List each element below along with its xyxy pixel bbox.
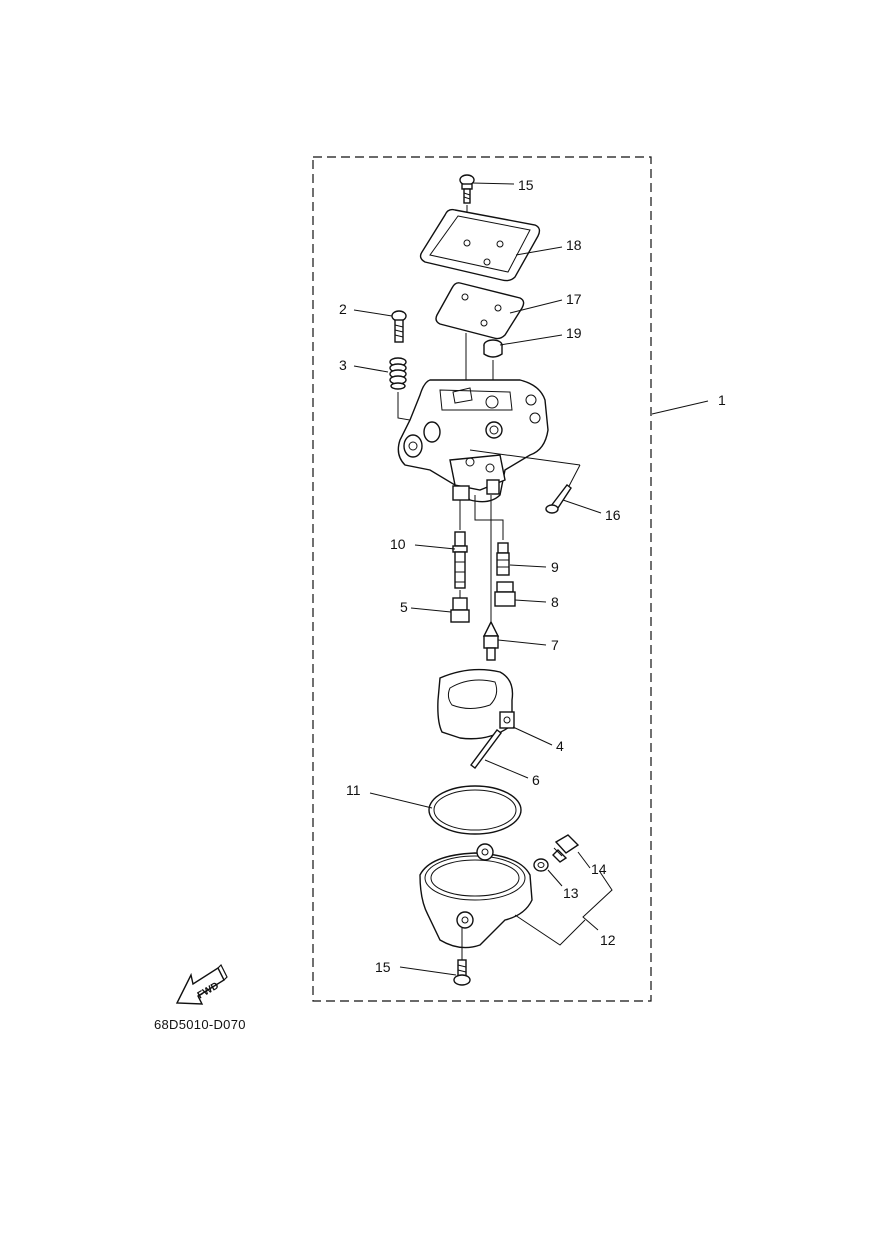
- callout-7: 7: [551, 637, 559, 653]
- callout-2: 2: [339, 301, 347, 317]
- part-6-float-pin: [470, 729, 502, 769]
- part-1-carburetor-body: [397, 379, 549, 503]
- callout-14: 14: [591, 861, 607, 877]
- callout-9: 9: [551, 559, 559, 575]
- callout-17: 17: [566, 291, 582, 307]
- callout-11: 11: [346, 782, 361, 798]
- callout-1: 1: [718, 392, 726, 408]
- part-9-pilot-jet: [496, 542, 510, 576]
- callout-12: 12: [600, 932, 616, 948]
- part-5-main-jet: [450, 597, 470, 623]
- callout-15-top: 15: [518, 177, 534, 193]
- callout-5: 5: [400, 599, 408, 615]
- part-17-gasket: [435, 282, 525, 340]
- callout-3: 3: [339, 357, 347, 373]
- part-11-o-ring: [428, 785, 522, 835]
- part-15-bottom-screw: [453, 959, 471, 986]
- part-10-main-nozzle: [452, 531, 468, 589]
- part-18-cover-plate: [419, 208, 541, 282]
- fwd-direction-arrow: FWD: [175, 963, 228, 1005]
- part-14-drain-screw: [552, 834, 580, 863]
- callout-10: 10: [390, 536, 406, 552]
- part-16-pilot-screw: [545, 484, 572, 514]
- part-2-screw: [391, 310, 407, 343]
- part-3-spring: [389, 357, 407, 390]
- part-15-top-screw: [459, 174, 475, 204]
- callout-18: 18: [566, 237, 582, 253]
- assembly-boundary: [312, 156, 652, 1002]
- diagram-code: 68D5010-D070: [154, 1017, 246, 1032]
- callout-19: 19: [566, 325, 582, 341]
- callout-6: 6: [532, 772, 540, 788]
- part-13-washer: [533, 858, 549, 872]
- part-7-needle-valve: [482, 620, 500, 661]
- callout-15-bottom: 15: [375, 959, 391, 975]
- part-19-plug: [483, 339, 503, 358]
- callout-13: 13: [563, 885, 579, 901]
- part-4-float: [437, 668, 515, 740]
- callout-16: 16: [605, 507, 621, 523]
- part-8-plug: [494, 581, 516, 607]
- part-12-float-chamber: [419, 843, 533, 949]
- callout-4: 4: [556, 738, 564, 754]
- callout-8: 8: [551, 594, 559, 610]
